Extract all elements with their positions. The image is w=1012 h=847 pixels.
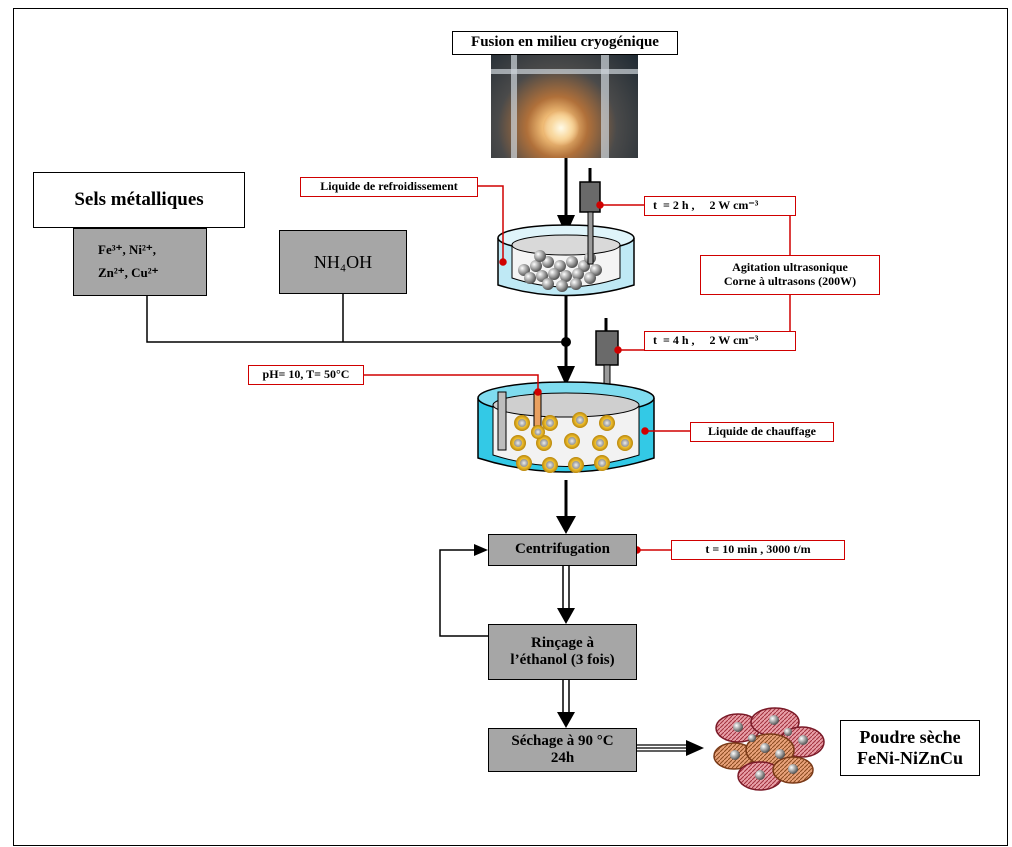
reaction-bath [477, 381, 655, 473]
steel-balls [518, 250, 602, 292]
sechage-line2: 24h [550, 750, 575, 766]
centrifugation-label: Centrifugation [515, 541, 610, 558]
sechage-line1: Séchage à 90 °C [511, 732, 614, 749]
t2h-label-box: t = 2 h , 2 W cm⁻³ [644, 196, 796, 216]
fusion-title-box: Fusion en milieu cryogénique [452, 31, 678, 55]
t2h-label: t = 2 h , 2 W cm⁻³ [653, 198, 759, 213]
agitation-line1: Agitation ultrasonique [732, 260, 848, 275]
powder-cluster [713, 707, 825, 791]
rincage-box: Rinçage à l’éthanol (3 fois) [488, 624, 637, 680]
ph-label: pH= 10, T= 50°C [262, 367, 350, 382]
fusion-photo [491, 55, 638, 158]
diagram-frame [13, 8, 1008, 846]
t4h-label: t = 4 h , 2 W cm⁻³ [653, 333, 759, 348]
t10-label: t = 10 min , 3000 t/m [705, 542, 811, 557]
nh4oh-box: NH₄OH [279, 230, 407, 294]
agitation-line2: Corne à ultrasons (200W) [723, 274, 857, 288]
fusion-title: Fusion en milieu cryogénique [471, 34, 659, 51]
sechage-box: Séchage à 90 °C 24h [488, 728, 637, 772]
liquide-refroid-label: Liquide de refroidissement [320, 179, 458, 194]
rincage-line1: Rinçage à [531, 634, 594, 651]
liquide-chauff-label-box: Liquide de chauffage [690, 422, 834, 442]
thermometer [497, 391, 507, 451]
t10-label-box: t = 10 min , 3000 t/m [671, 540, 845, 560]
sels-ions-line2: Zn²⁺, Cu²⁺ [98, 265, 159, 280]
sels-ions-line1: Fe³⁺, Ni²⁺, [98, 242, 156, 258]
coated-particles [510, 412, 633, 473]
poudre-box: Poudre sèche FeNi-NiZnCu [840, 720, 980, 776]
sels-title-box: Sels métalliques [33, 172, 245, 228]
ultrasonic-horn-1 [579, 168, 601, 265]
rincage-line2: l’éthanol (3 fois) [510, 652, 615, 668]
nh4oh-label: NH₄OH [313, 251, 373, 272]
poudre-line2: FeNi-NiZnCu [856, 748, 963, 768]
centrifugation-box: Centrifugation [488, 534, 637, 566]
liquide-chauff-label: Liquide de chauffage [707, 424, 816, 439]
t4h-label-box: t = 4 h , 2 W cm⁻³ [644, 331, 796, 351]
poudre-line1: Poudre sèche [859, 727, 961, 748]
ph-label-box: pH= 10, T= 50°C [248, 365, 364, 385]
liquide-refroid-label-box: Liquide de refroidissement [300, 177, 478, 197]
sels-ions-box: Fe³⁺, Ni²⁺, Zn²⁺, Cu²⁺ [73, 228, 207, 296]
agitation-label-box: Agitation ultrasonique Corne à ultrasons… [700, 255, 880, 295]
sels-title: Sels métalliques [74, 189, 204, 211]
